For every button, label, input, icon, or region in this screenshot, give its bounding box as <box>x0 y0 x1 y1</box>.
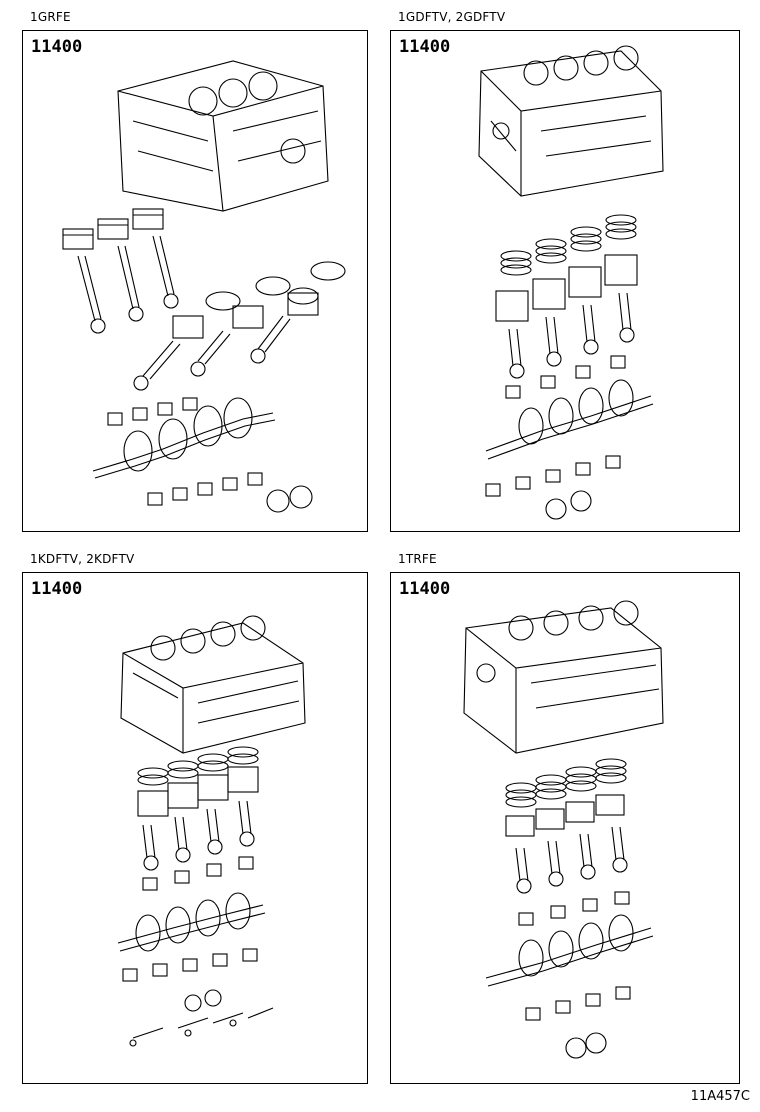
bearing-icon <box>518 891 631 1059</box>
crankshaft-icon <box>92 397 276 479</box>
bearing-icon <box>107 397 313 513</box>
engine-block-icon <box>120 615 306 754</box>
panel-1TRFE[interactable]: 11400 <box>390 572 740 1084</box>
crankshaft-icon <box>485 914 654 987</box>
piston-icon <box>137 746 259 817</box>
panel-2-parts-illustration <box>478 45 664 520</box>
crankshaft-icon <box>117 892 266 952</box>
illustration-code: 11A457C <box>690 1089 750 1104</box>
bearing-icon <box>485 355 626 520</box>
connecting-rod-icon <box>142 800 255 871</box>
engine-block-icon <box>117 60 329 212</box>
connecting-rod-icon <box>77 235 291 391</box>
panel-1GRFE[interactable]: 11400 <box>22 30 368 532</box>
panel-1KDFTV-2KDFTV[interactable]: 11400 <box>22 572 368 1084</box>
engine-block-icon <box>463 600 664 754</box>
piston-rings-icon <box>172 261 346 339</box>
panel-3-part-number: 11400 <box>31 579 83 599</box>
bearing-icon <box>122 856 274 1047</box>
panel-1-engine-label: 1GRFE <box>30 10 71 24</box>
crankshaft-icon <box>485 379 654 460</box>
engine-block-icon <box>478 45 664 197</box>
connecting-rod-icon <box>508 292 635 379</box>
panel-1GDFTV-2GDFTV[interactable]: 11400 <box>390 30 740 532</box>
piston-icon <box>505 758 627 837</box>
piston-icon <box>62 208 164 250</box>
panel-1-part-number: 11400 <box>31 37 83 57</box>
panel-3-parts-illustration <box>117 615 306 1047</box>
piston-icon <box>495 214 638 322</box>
panel-4-part-number: 11400 <box>399 579 451 599</box>
panel-4-parts-illustration <box>463 600 664 1059</box>
panel-4-engine-label: 1TRFE <box>398 552 437 566</box>
panel-2-engine-label: 1GDFTV, 2GDFTV <box>398 10 506 24</box>
panel-1-parts-illustration <box>62 60 346 513</box>
connecting-rod-icon <box>515 826 628 894</box>
panel-2-part-number: 11400 <box>399 37 451 57</box>
panel-3-engine-label: 1KDFTV, 2KDFTV <box>30 552 135 566</box>
